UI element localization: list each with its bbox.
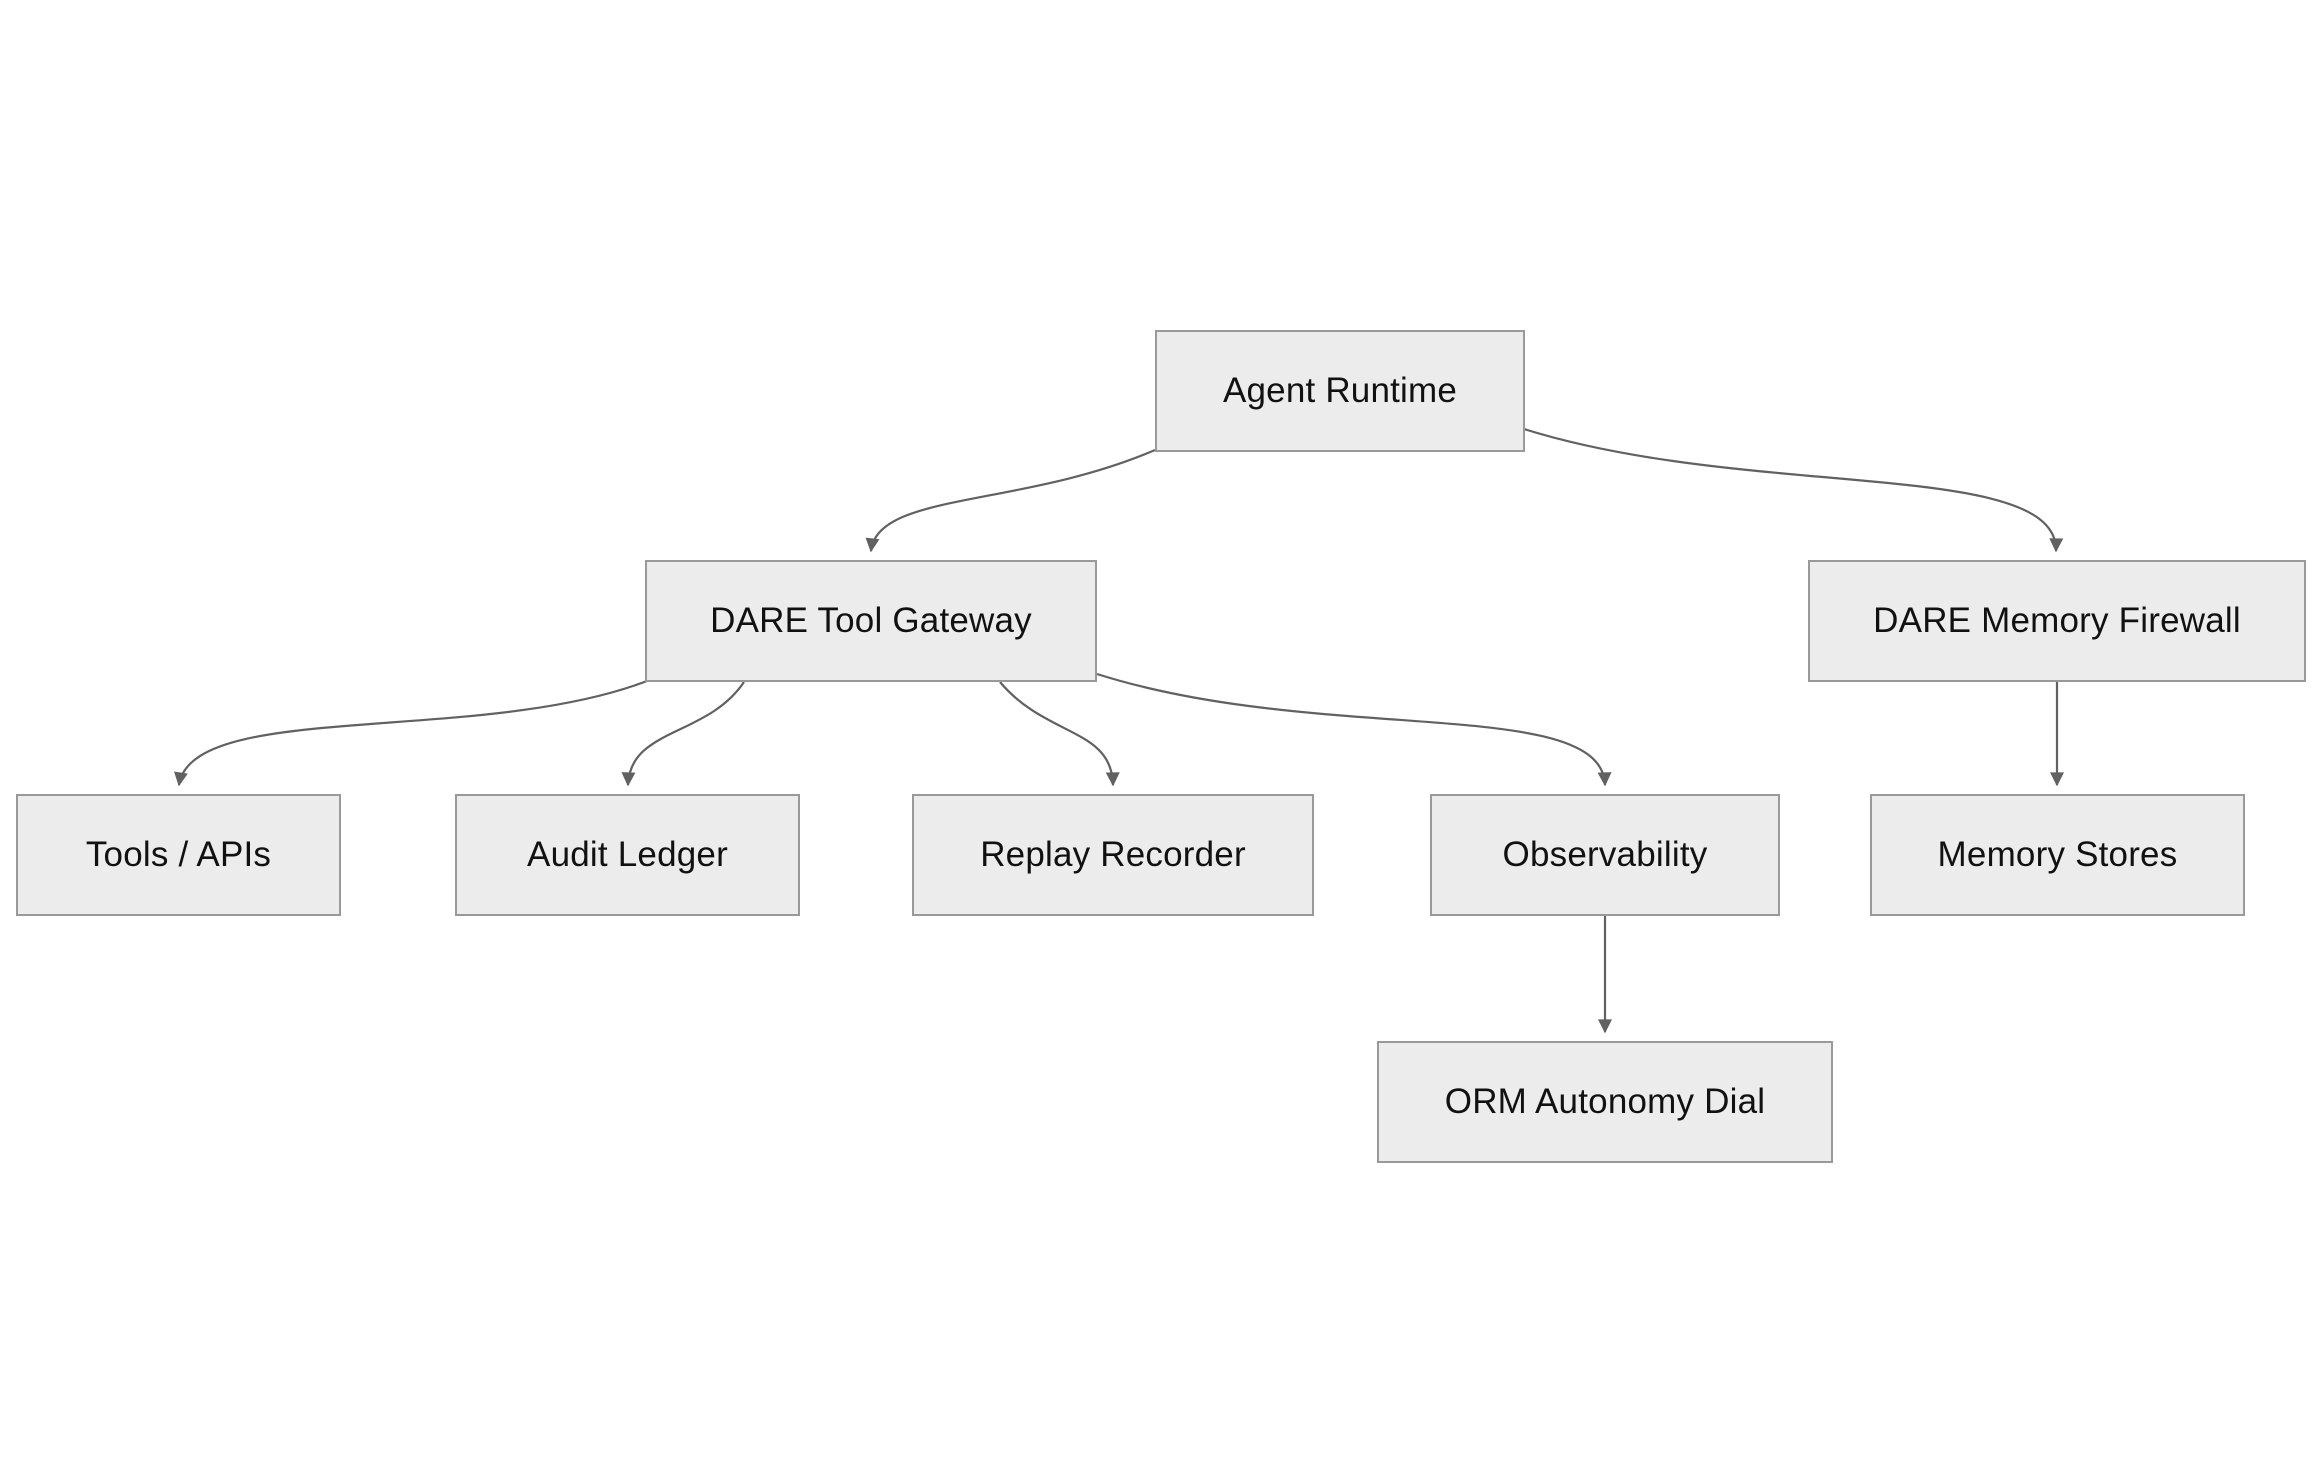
node-label: Tools / APIs (85, 835, 272, 874)
node-orm-autonomy-dial: ORM Autonomy Dial (1377, 1041, 1833, 1163)
node-replay-recorder: Replay Recorder (912, 794, 1314, 916)
node-tools-apis: Tools / APIs (16, 794, 341, 916)
node-memory-stores: Memory Stores (1870, 794, 2245, 916)
node-label: Memory Stores (1937, 835, 2178, 874)
edge-dare-tool-gateway-to-audit-ledger (621, 681, 745, 787)
edge-dare-tool-gateway-to-replay-recorder (999, 681, 1120, 787)
node-label: ORM Autonomy Dial (1444, 1082, 1766, 1121)
edge-dare-tool-gateway-to-observability (1096, 672, 1612, 787)
node-label: Agent Runtime (1222, 371, 1458, 410)
node-label: Audit Ledger (527, 835, 728, 874)
edge-dare-tool-gateway-to-tools-apis (174, 679, 648, 787)
node-dare-memory-firewall: DARE Memory Firewall (1808, 560, 2306, 682)
node-dare-tool-gateway: DARE Tool Gateway (645, 560, 1097, 682)
edge-agent-runtime-to-dare-memory-firewall (1523, 427, 2064, 553)
node-audit-ledger: Audit Ledger (455, 794, 800, 916)
node-label: DARE Tool Gateway (710, 601, 1032, 640)
node-label: Observability (1502, 835, 1708, 874)
node-observability: Observability (1430, 794, 1780, 916)
edge-agent-runtime-to-dare-tool-gateway (865, 448, 1156, 553)
node-agent-runtime: Agent Runtime (1155, 330, 1525, 452)
node-label: DARE Memory Firewall (1873, 601, 2241, 640)
node-label: Replay Recorder (980, 835, 1246, 874)
